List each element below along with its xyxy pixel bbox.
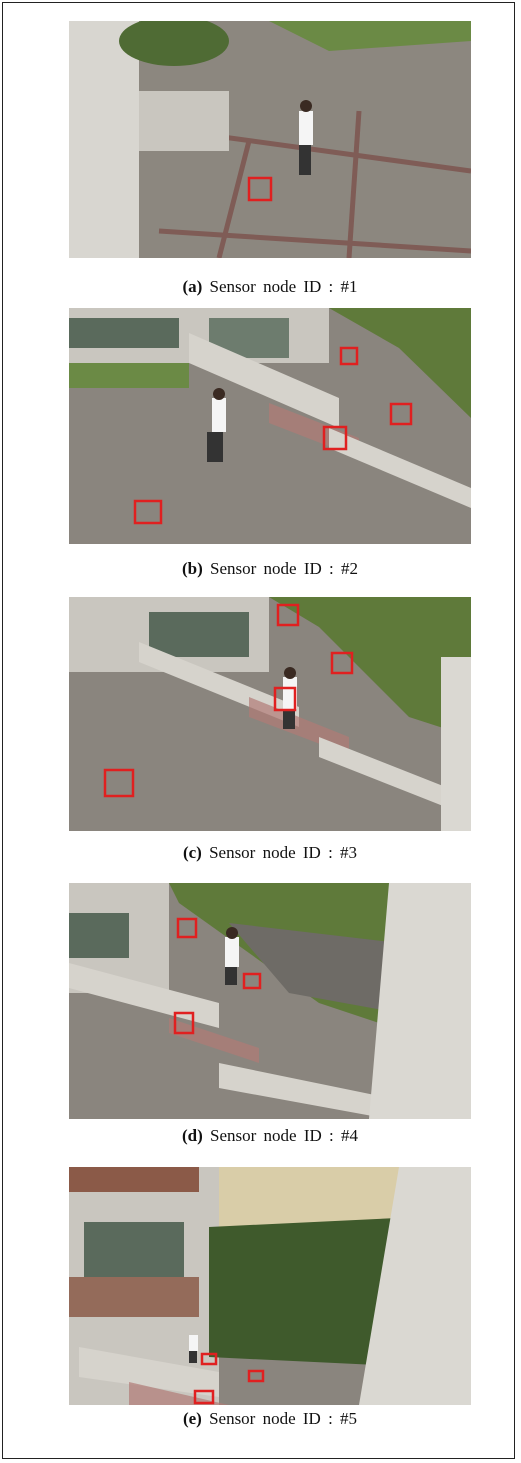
photo-a (69, 21, 471, 258)
caption-b: (b) Sensor node ID : #2 (69, 559, 471, 579)
sensor-marker (330, 651, 354, 675)
photo-b (69, 308, 471, 544)
sensor-marker (247, 1369, 265, 1383)
sensor-marker (273, 686, 297, 712)
caption-letter: (e) (182, 1409, 202, 1428)
caption-letter: (d) (181, 1126, 203, 1145)
caption-letter: (b) (181, 559, 203, 578)
scene-b (69, 308, 471, 544)
caption-text: Sensor node ID : #5 (209, 1409, 358, 1428)
caption-c: (c) Sensor node ID : #3 (69, 843, 471, 863)
scene-e (69, 1167, 471, 1405)
scene-a (69, 21, 471, 258)
sensor-marker (389, 402, 413, 426)
sensor-marker (247, 176, 273, 202)
caption-e: (e) Sensor node ID : #5 (69, 1409, 471, 1429)
caption-letter: (c) (182, 843, 202, 862)
caption-a: (a) Sensor node ID : #1 (69, 277, 471, 297)
caption-letter: (a) (182, 277, 203, 296)
caption-text: Sensor node ID : #2 (210, 559, 358, 578)
sensor-marker (322, 425, 348, 451)
sensor-marker (276, 603, 300, 627)
caption-text: Sensor node ID : #4 (210, 1126, 358, 1145)
sensor-marker (193, 1389, 215, 1405)
sensor-marker (173, 1011, 195, 1035)
scene-c (69, 597, 471, 831)
photo-e (69, 1167, 471, 1405)
caption-text: Sensor node ID : #3 (209, 843, 358, 862)
sensor-marker (103, 768, 135, 798)
photo-c (69, 597, 471, 831)
scene-d (69, 883, 471, 1119)
sensor-marker (242, 972, 262, 990)
sensor-marker (200, 1352, 218, 1366)
sensor-marker (133, 499, 163, 525)
caption-d: (d) Sensor node ID : #4 (69, 1126, 471, 1146)
caption-text: Sensor node ID : #1 (209, 277, 358, 296)
sensor-marker (176, 917, 198, 939)
photo-d (69, 883, 471, 1119)
sensor-marker (339, 346, 359, 366)
